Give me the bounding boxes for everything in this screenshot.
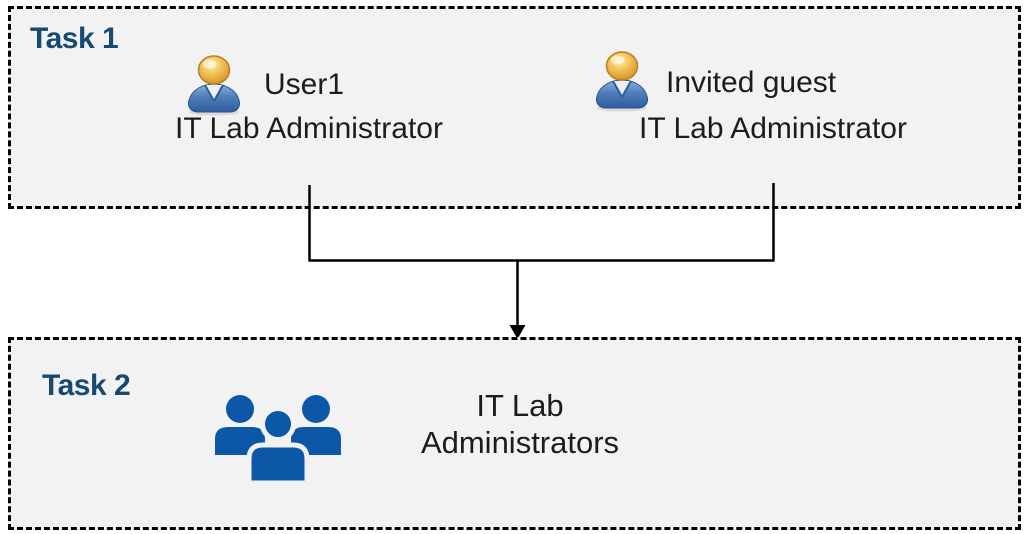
user1-role: IT Lab Administrator bbox=[175, 112, 443, 145]
group-name: IT Lab Administrators bbox=[420, 388, 620, 460]
user-icon bbox=[592, 50, 652, 112]
task2-box bbox=[8, 337, 1021, 530]
guest-role: IT Lab Administrator bbox=[639, 112, 907, 145]
group-icon bbox=[211, 393, 345, 486]
task1-label: Task 1 bbox=[30, 22, 119, 55]
task2-label: Task 2 bbox=[42, 369, 131, 402]
guest-name: Invited guest bbox=[666, 66, 837, 99]
user1-name: User1 bbox=[264, 68, 345, 101]
task1-box bbox=[8, 6, 1021, 209]
user-icon bbox=[184, 54, 244, 116]
